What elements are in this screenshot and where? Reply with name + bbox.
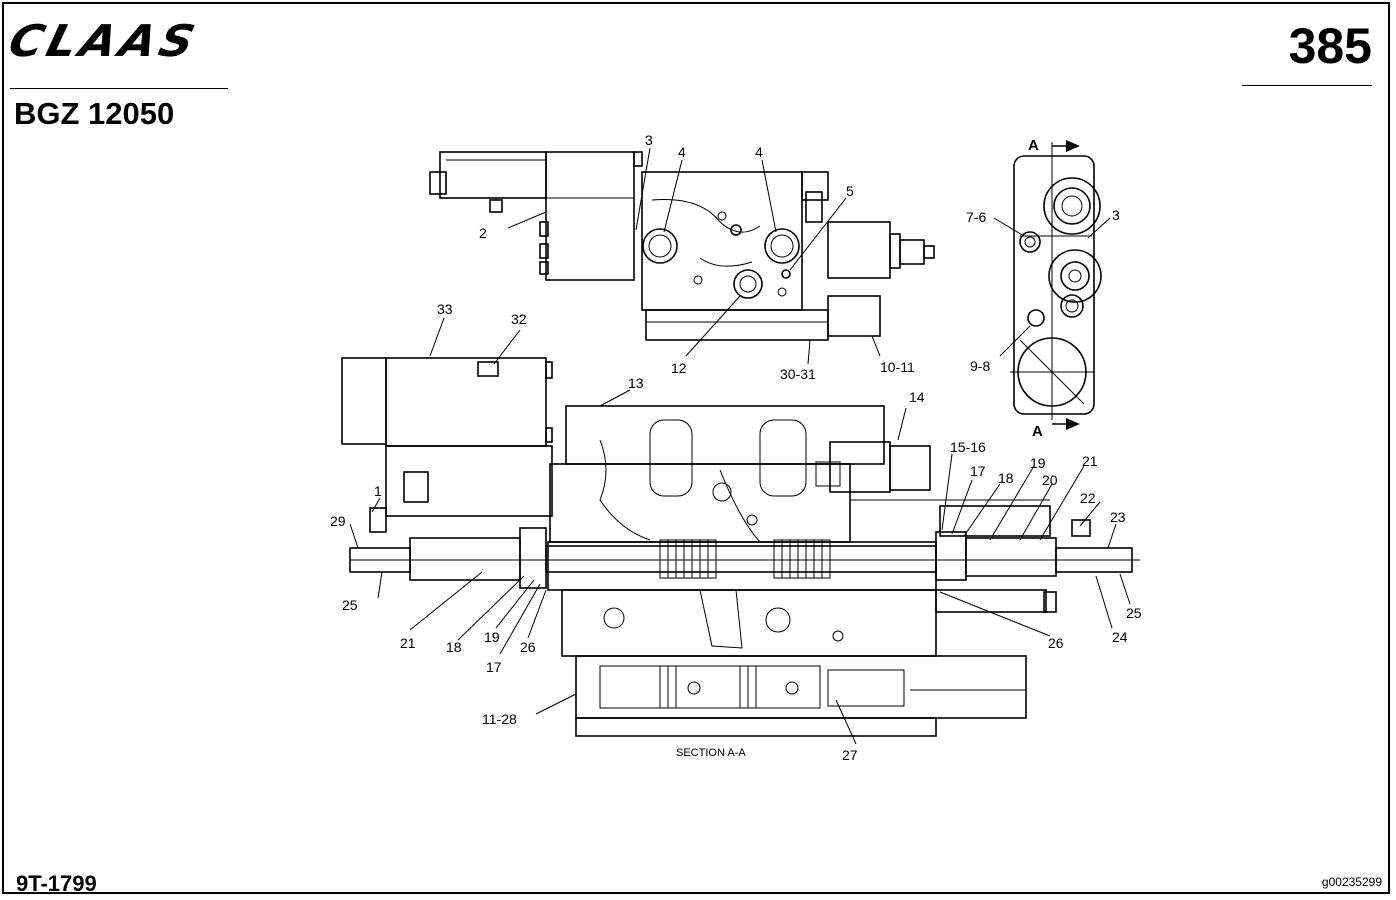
callout-5: 5 [846,183,854,199]
callout-18-right: 18 [998,470,1014,486]
callout-26-right: 26 [1048,635,1064,651]
section-marker-bottom: A [1032,423,1043,440]
callout-30-31: 30-31 [780,366,816,382]
image-id: g00235299 [1321,875,1382,889]
callout-29: 29 [330,513,346,529]
callout-19-left: 19 [484,629,500,645]
page-number-underline [1242,85,1372,86]
callout-19-right: 19 [1030,455,1046,471]
callout-33: 33 [437,301,453,317]
callout-22: 22 [1080,490,1096,506]
callout-12: 12 [671,360,687,376]
callout-14: 14 [909,389,925,405]
top-view: 2 3 4 4 5 12 30-31 10-11 [429,132,935,382]
callout-24: 24 [1112,629,1128,645]
callout-20: 20 [1042,472,1058,488]
spool-grooves [659,539,831,579]
callout-15-16: 15-16 [950,439,986,455]
document-number: 9T-1799 [16,871,97,896]
callout-17-left: 17 [486,659,502,675]
callout-4b: 4 [755,144,763,160]
callout-32: 32 [511,311,527,327]
callout-1: 1 [374,483,382,499]
callout-17-right: 17 [970,463,986,479]
callout-3-end: 3 [1112,207,1120,223]
section-marker-top: A [1028,137,1039,154]
callout-21-right: 21 [1082,453,1098,469]
callout-27: 27 [842,747,858,763]
callout-13: 13 [628,375,644,391]
callout-3: 3 [645,132,653,148]
callout-18-left: 18 [446,639,462,655]
model-title: BGZ 12050 [14,96,175,131]
callout-25-right: 25 [1126,605,1142,621]
page-number: 385 [1288,18,1372,74]
section-caption: SECTION A-A [676,747,746,759]
callout-9-8: 9-8 [970,358,990,374]
callout-23: 23 [1110,509,1126,525]
callout-10-11: 10-11 [880,359,915,375]
callout-21-left: 21 [400,635,416,651]
callout-26-left: 26 [520,639,536,655]
callout-11-28: 11-28 [482,711,517,727]
callout-2: 2 [479,225,487,241]
section-view: 33 32 13 14 1 29 25 21 18 19 17 26 15-16… [330,301,1142,763]
end-view: A A 7-6 3 9-8 [966,137,1120,440]
callout-7-6: 7-6 [966,209,986,225]
callout-4a: 4 [678,144,686,160]
brand-underline [10,88,228,89]
callout-25-left: 25 [342,597,358,613]
